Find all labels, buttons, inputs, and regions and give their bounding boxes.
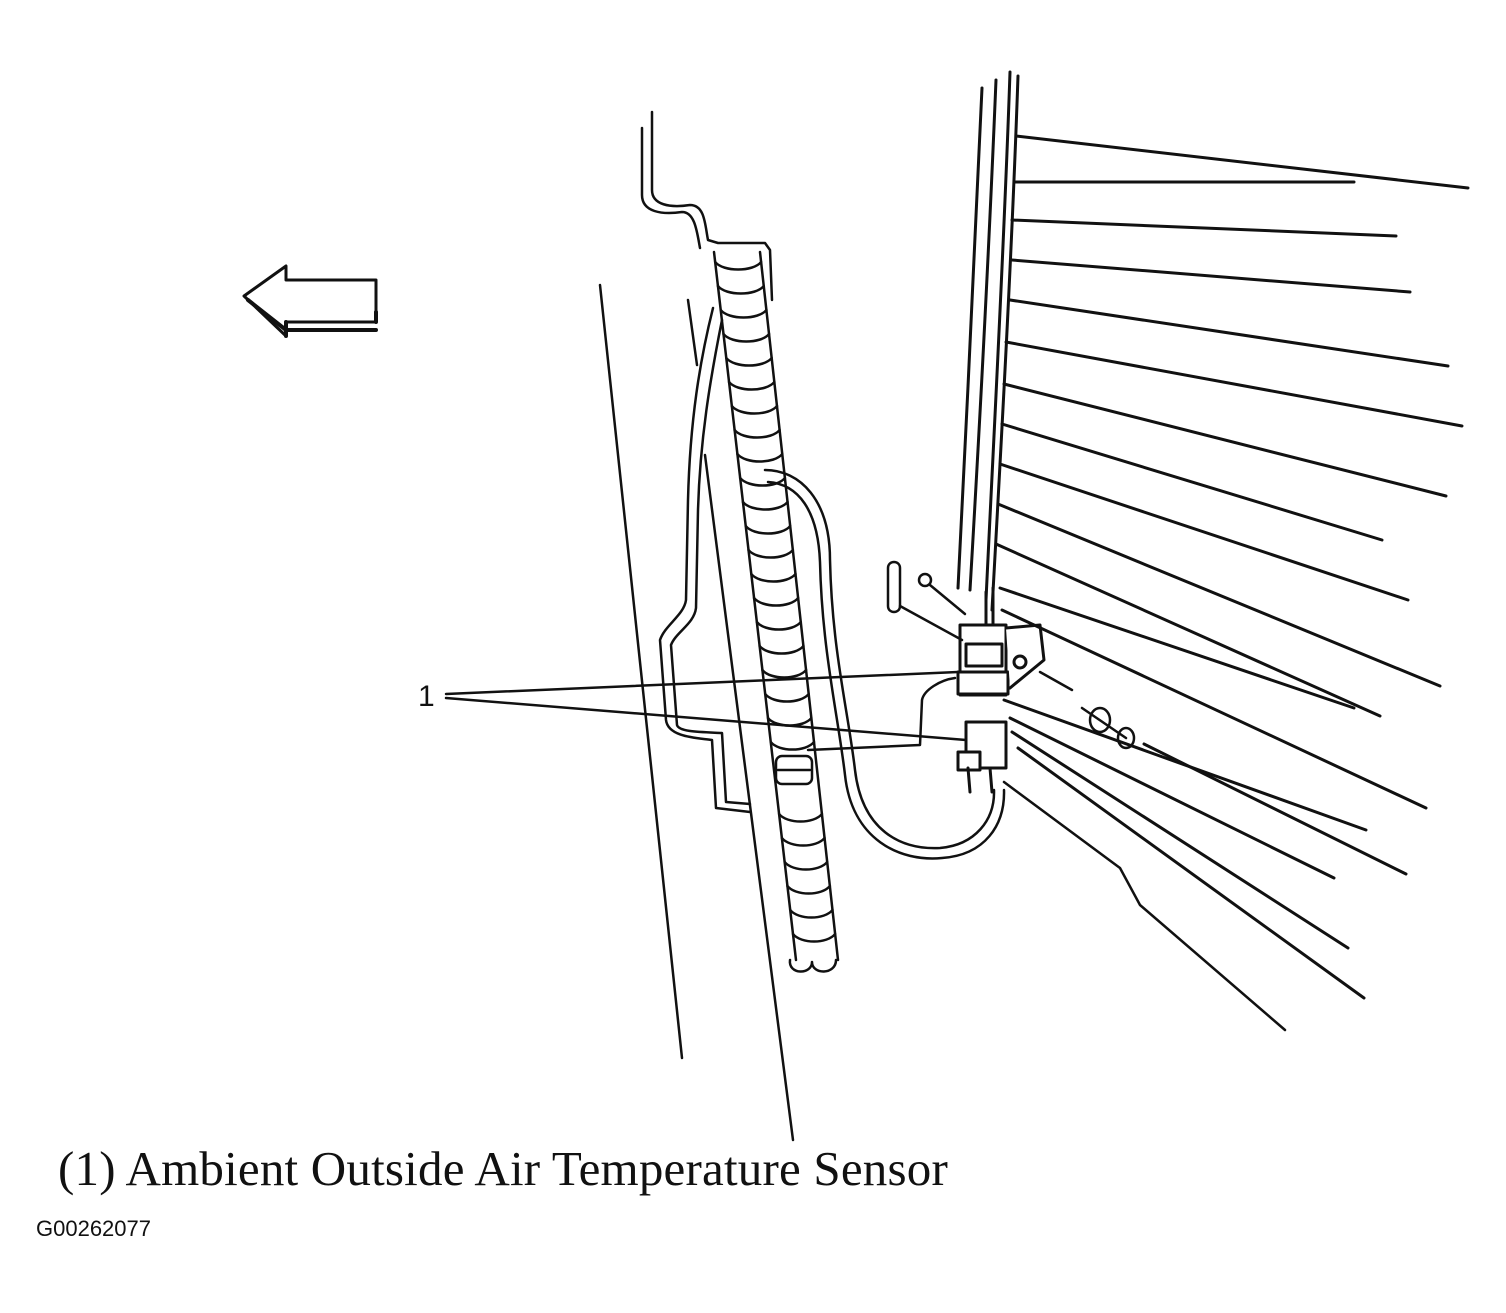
conduit-rib bbox=[761, 668, 808, 679]
conduit-rib bbox=[783, 860, 829, 871]
radiator-fin bbox=[1004, 340, 1464, 428]
radiator-fin bbox=[996, 502, 1442, 688]
conduit-rib bbox=[780, 836, 826, 847]
callout-leader-lines bbox=[444, 670, 968, 742]
radiator-fin bbox=[1010, 730, 1350, 950]
conduit-rib bbox=[786, 884, 832, 895]
radiator-core bbox=[956, 70, 1470, 1032]
body-panel-lines bbox=[598, 283, 795, 1142]
figure-id: G00262077 bbox=[36, 1216, 151, 1241]
diagram-caption: (1) Ambient Outside Air Temperature Sens… bbox=[58, 1141, 948, 1196]
conduit-rib bbox=[777, 812, 824, 823]
conduit-rib bbox=[725, 356, 773, 367]
wiring-conduit bbox=[712, 250, 840, 973]
ambient-air-temperature-sensor bbox=[956, 586, 1046, 794]
conduit-rib bbox=[716, 284, 765, 295]
radiator-fin bbox=[1016, 746, 1366, 1000]
radiator-fin bbox=[998, 462, 1410, 602]
radiator-fin bbox=[1008, 298, 1450, 368]
direction-arrow-icon bbox=[242, 264, 378, 338]
radiator-fin bbox=[1014, 134, 1470, 190]
mounting-fasteners bbox=[886, 560, 1136, 750]
radiator-fin bbox=[1000, 608, 1428, 810]
radiator-fin bbox=[1142, 742, 1408, 876]
support-bracket bbox=[640, 110, 957, 814]
conduit-rib bbox=[758, 644, 805, 655]
conduit-rib bbox=[763, 692, 810, 703]
callout-number: 1 bbox=[418, 680, 435, 713]
radiator-fin bbox=[994, 542, 1382, 718]
sensor-wire-harness bbox=[763, 468, 1006, 860]
conduit-rib bbox=[791, 932, 837, 943]
radiator-fin bbox=[1008, 716, 1336, 880]
conduit-rib bbox=[719, 308, 768, 319]
conduit-rib bbox=[744, 524, 792, 535]
radiator-fin bbox=[998, 586, 1356, 710]
conduit-rib bbox=[750, 572, 797, 583]
conduit-rib bbox=[769, 740, 816, 751]
conduit-rib bbox=[755, 620, 803, 631]
radiator-fin bbox=[1002, 382, 1448, 498]
conduit-rib bbox=[741, 500, 789, 511]
radiator-fin bbox=[1010, 258, 1412, 294]
conduit-rib bbox=[736, 452, 784, 463]
radiator-fin bbox=[1010, 218, 1398, 238]
conduit-rib bbox=[727, 380, 776, 391]
conduit-rib bbox=[747, 548, 795, 559]
conduit-rib bbox=[713, 260, 763, 271]
conduit-rib bbox=[738, 476, 787, 487]
conduit-rib bbox=[733, 428, 781, 439]
conduit-rib bbox=[722, 332, 771, 343]
conduit-rib bbox=[730, 404, 779, 415]
radiator-fin bbox=[1000, 422, 1384, 542]
conduit-rib bbox=[788, 908, 834, 919]
conduit-rib bbox=[752, 596, 800, 607]
